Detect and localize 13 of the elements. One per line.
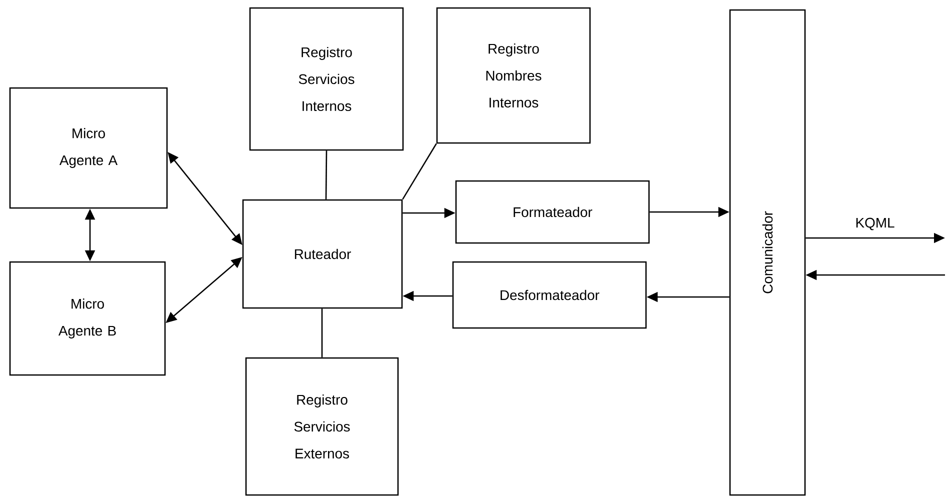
registry-box: Registro Nombres Internos <box>436 7 591 144</box>
edge-label: KQML <box>854 216 896 232</box>
deformatter-box: Desformateador <box>452 261 647 329</box>
router-box: Ruteador <box>242 199 403 309</box>
registry-box: Registro Servicios Externos <box>245 357 399 496</box>
connector-line <box>321 308 323 358</box>
formatter-box: Formateador <box>455 180 650 244</box>
connector-line <box>325 150 328 200</box>
connector-line <box>402 143 437 200</box>
agent-box: Micro Agente A <box>9 87 168 209</box>
registry-box: Registro Servicios Internos <box>249 7 404 151</box>
communicator-box: Comunicador <box>729 9 806 496</box>
agent-box: Micro Agente B <box>9 261 166 376</box>
